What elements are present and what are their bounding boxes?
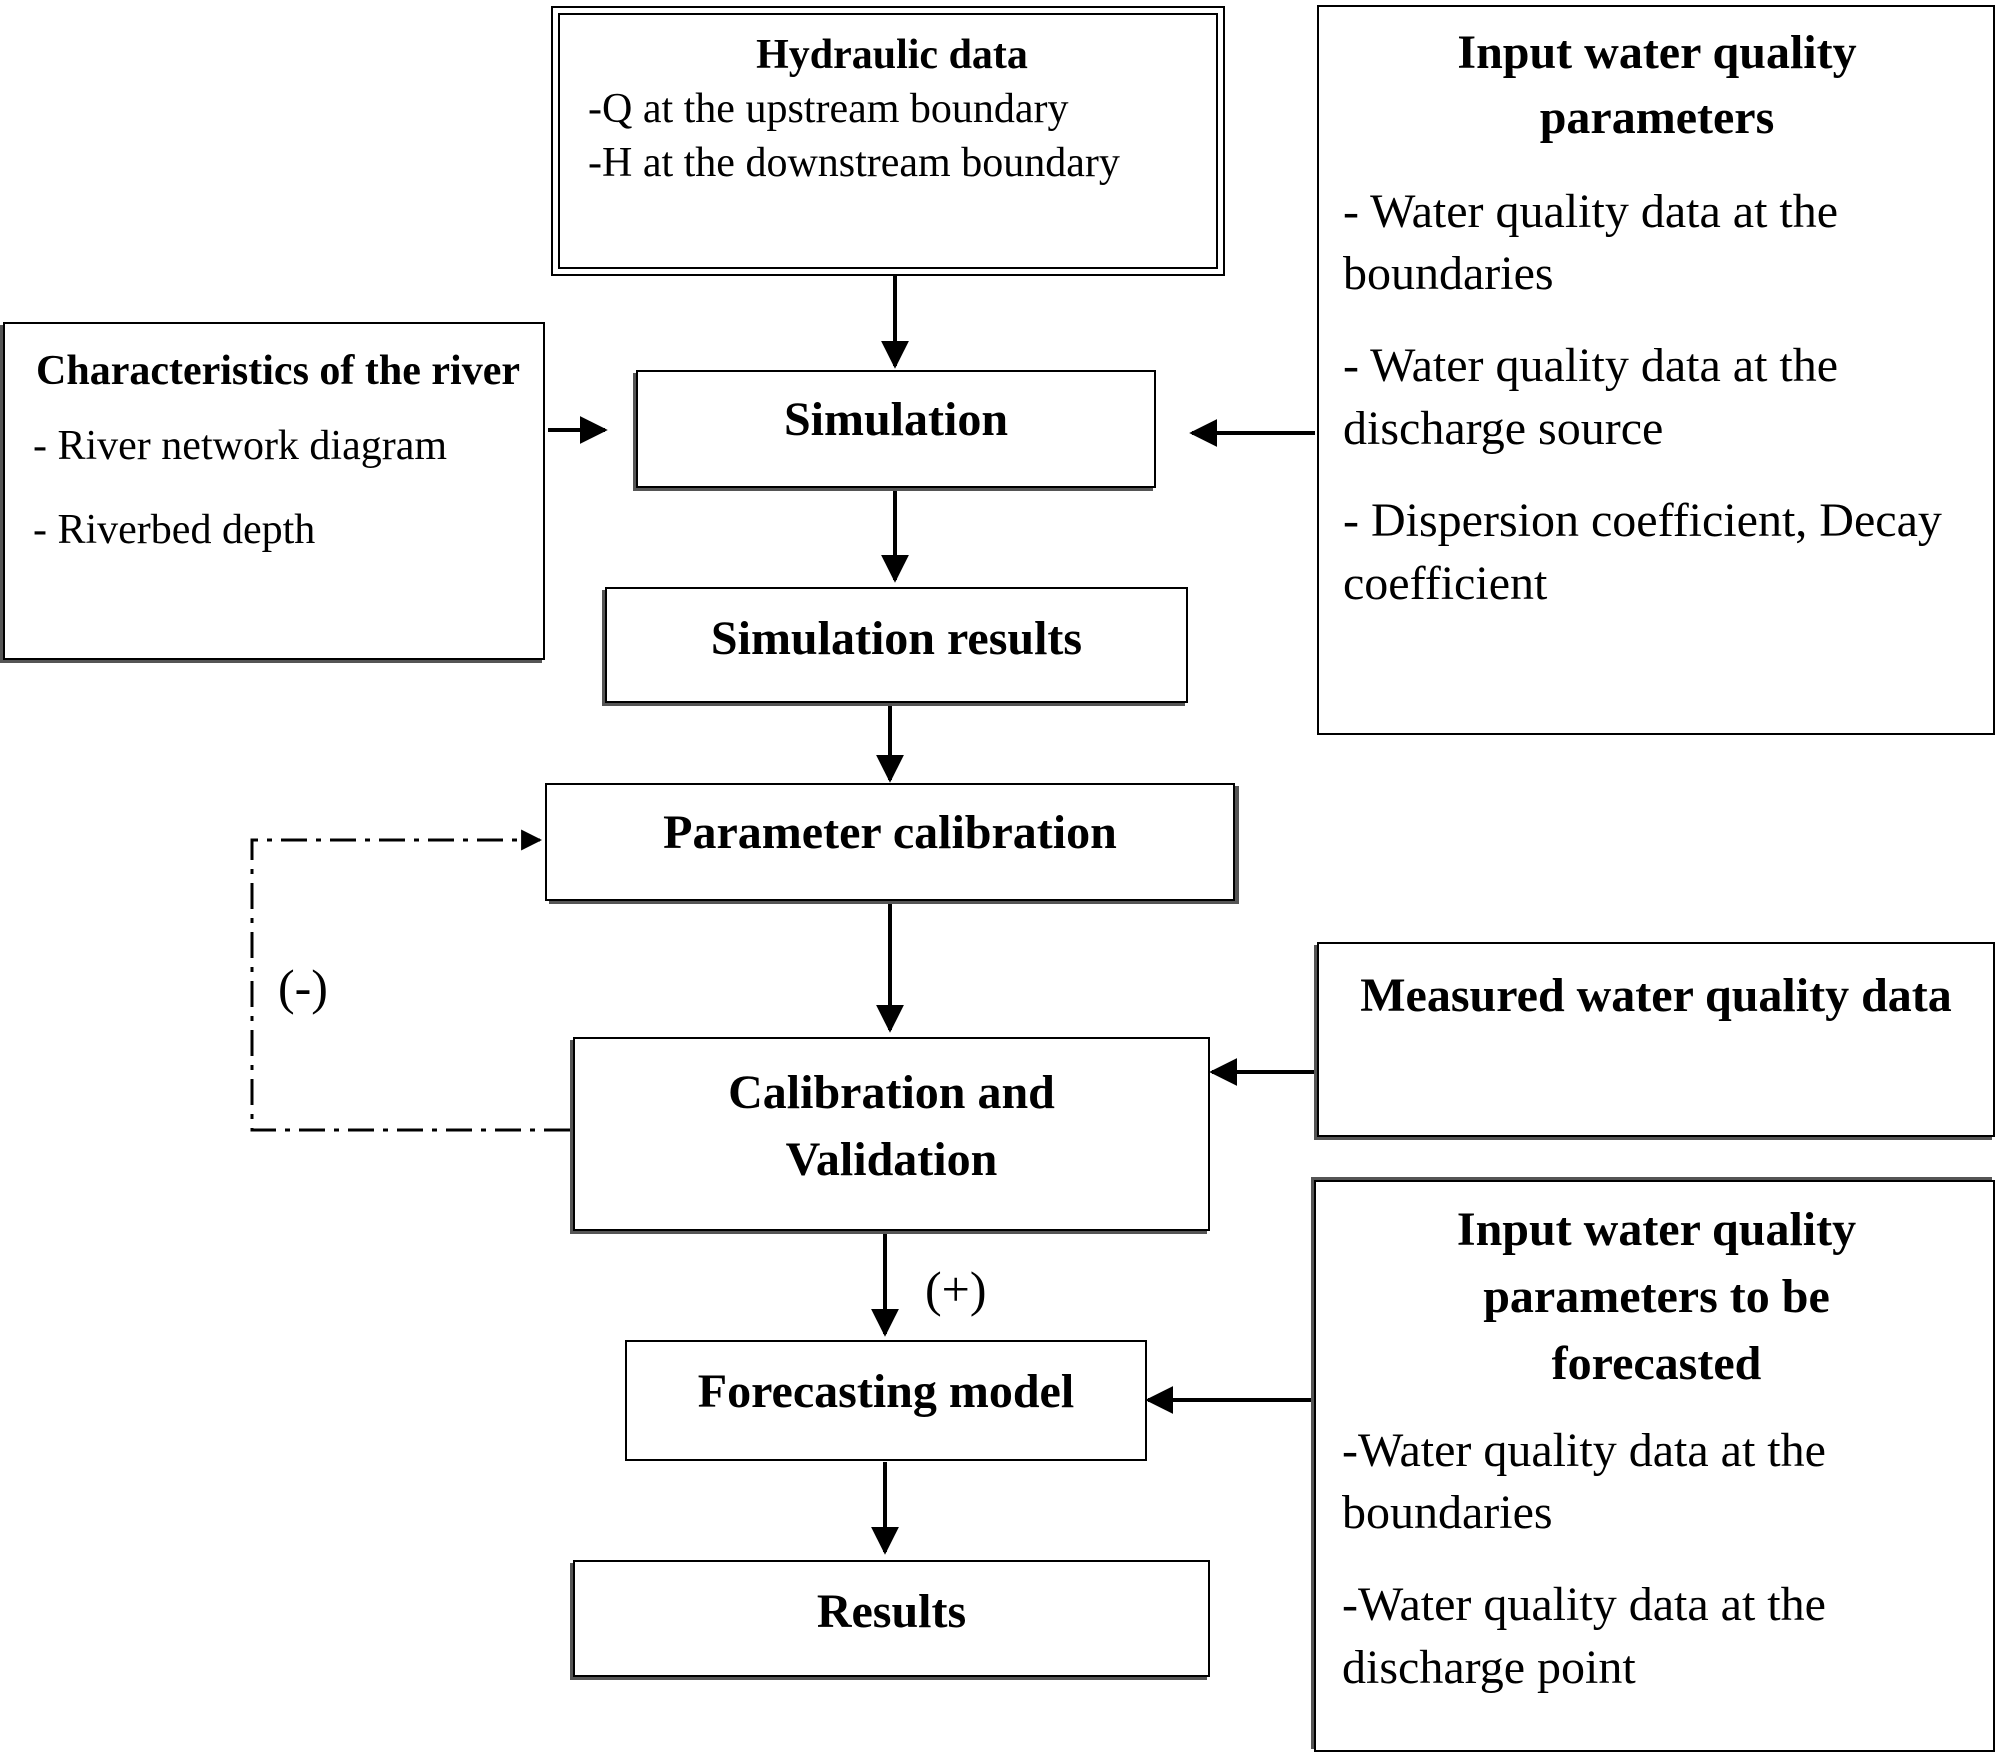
river-characteristics-box: Characteristics of the river - River net… [3,322,545,660]
simulation-title: Simulation [783,393,1009,446]
parameter-calibration-title: Parameter calibration [663,806,1117,859]
river-item-depth: - Riverbed depth [33,507,316,554]
input-water-quality-title: Input water quality parameters [1457,26,1857,144]
input-forecast-title: Input water quality parameters to be for… [1456,1203,1857,1391]
input-water-quality-box: Input water quality parameters - Water q… [1317,5,1995,735]
results-box: Results [573,1560,1210,1677]
hydraulic-item-h: -H at the downstream boundary [588,140,1120,187]
calibration-validation-title: Calibration and Validation [728,1066,1055,1187]
simulation-results-title: Simulation results [710,612,1083,665]
river-item-network: - River network diagram [33,422,448,469]
feedback-dashdot-line [250,829,570,1132]
input-wq-item-coefficients: - Dispersion coefficient, Decay coeffici… [1343,494,1942,610]
input-forecast-item-boundaries: -Water quality data at the boundaries [1342,1423,1826,1539]
calibration-validation-box: Calibration and Validation [573,1037,1210,1231]
river-characteristics-title: Characteristics of the river [36,348,520,394]
input-forecast-box: Input water quality parameters to be for… [1314,1180,1995,1752]
forecasting-model-box: Forecasting model [625,1340,1147,1461]
input-forecast-item-discharge: -Water quality data at the discharge poi… [1342,1578,1826,1694]
simulation-box: Simulation [636,370,1156,488]
negative-feedback-label: (-) [278,959,328,1015]
measured-water-quality-title: Measured water quality data [1360,969,1952,1022]
hydraulic-data-box: Hydraulic data -Q at the upstream bounda… [551,6,1225,276]
measured-water-quality-box: Measured water quality data [1317,942,1995,1137]
forecasting-model-title: Forecasting model [697,1365,1075,1418]
hydraulic-data-title: Hydraulic data [756,32,1028,78]
hydraulic-item-q: -Q at the upstream boundary [588,85,1069,132]
results-title: Results [816,1585,967,1638]
input-wq-item-boundaries: - Water quality data at the boundaries [1343,184,1839,300]
simulation-results-box: Simulation results [605,587,1188,703]
positive-result-label: (+) [925,1261,987,1317]
parameter-calibration-box: Parameter calibration [545,783,1235,901]
input-wq-item-discharge: - Water quality data at the discharge so… [1343,339,1839,455]
